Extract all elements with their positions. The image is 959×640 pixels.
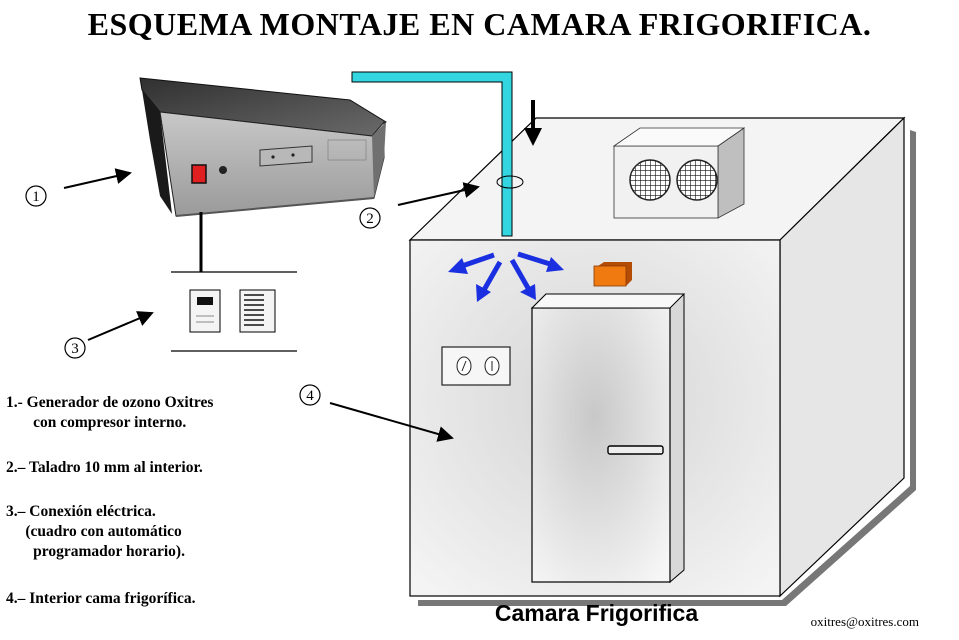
drill-hole bbox=[496, 175, 524, 189]
ozone-pipe bbox=[351, 71, 524, 237]
callout-4-label: 4 bbox=[306, 388, 314, 404]
fan-grill-left bbox=[629, 159, 671, 201]
callout-2-label: 2 bbox=[366, 211, 374, 227]
legend-item-1-line2: con compresor interno. bbox=[6, 414, 187, 431]
chamber-door bbox=[530, 293, 686, 584]
legend-item-1-line1: 1.- Generador de ozono Oxitres bbox=[6, 394, 214, 411]
callout-3: 3 bbox=[64, 311, 154, 359]
callout-1-label: 1 bbox=[32, 189, 40, 205]
status-light bbox=[593, 262, 632, 287]
wall-socket bbox=[441, 346, 511, 386]
callout-1: 1 bbox=[25, 168, 132, 207]
contact-email: oxitres@oxitres.com bbox=[810, 614, 919, 629]
legend-item-3: 3.– Conexión eléctrica. (cuadro con auto… bbox=[6, 502, 185, 562]
callout-4: 4 bbox=[299, 384, 454, 442]
legend-item-3-line2: (cuadro con automático programador horar… bbox=[25, 523, 185, 560]
legend-item-3-line1: 3.– Conexión eléctrica. bbox=[6, 503, 156, 520]
legend-item-2-line1: 2.– Taladro 10 mm al interior. bbox=[6, 459, 203, 476]
compressor-unit bbox=[612, 127, 746, 219]
legend-item-1: 1.- Generador de ozono Oxitres con compr… bbox=[6, 393, 213, 433]
callout-3-label: 3 bbox=[71, 341, 79, 357]
ozone-diffusion-arrows bbox=[448, 251, 564, 302]
chamber-caption: Camara Frigorifica bbox=[494, 600, 699, 626]
display-panel bbox=[259, 145, 313, 167]
legend-item-4-line1: 4.– Interior cama frigorífica. bbox=[6, 590, 196, 607]
ozone-generator bbox=[139, 77, 387, 217]
power-switch bbox=[191, 164, 207, 184]
airflow-down-arrow bbox=[524, 100, 542, 146]
diagram-title: ESQUEMA MONTAJE EN CAMARA FRIGORIFICA. bbox=[87, 6, 872, 42]
breaker bbox=[189, 289, 221, 333]
fan-grill-right bbox=[676, 159, 718, 201]
callout-2: 2 bbox=[359, 182, 480, 229]
legend-item-2: 2.– Taladro 10 mm al interior. bbox=[6, 458, 203, 478]
indicator-led bbox=[219, 166, 227, 174]
electrical-panel bbox=[171, 271, 297, 352]
door-handle bbox=[607, 445, 664, 455]
legend-item-4: 4.– Interior cama frigorífica. bbox=[6, 589, 196, 609]
